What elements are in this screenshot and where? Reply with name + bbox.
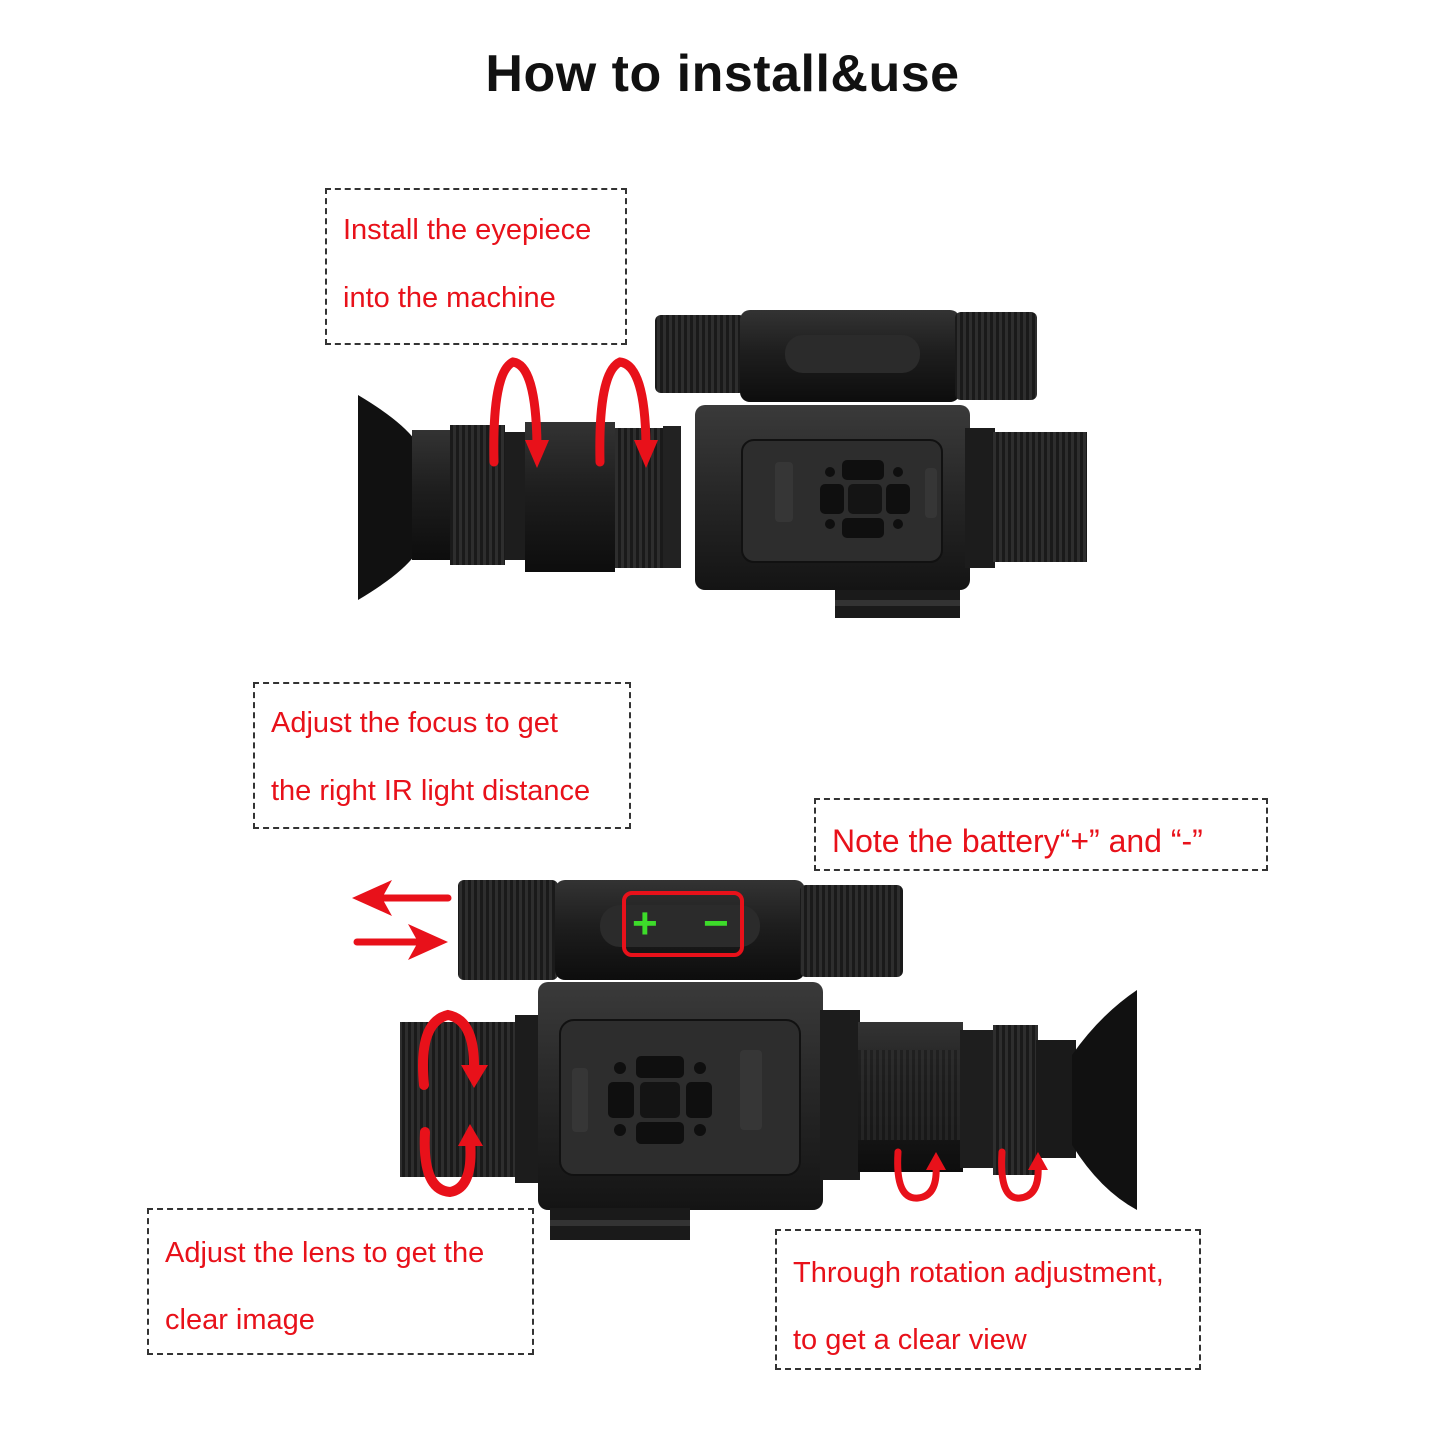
note-line: into the machine — [343, 282, 556, 314]
top-device — [358, 310, 1087, 618]
lens-rotation-arrow-icon — [418, 1009, 480, 1198]
page-title: How to install&use — [485, 45, 960, 103]
note-line: Adjust the focus to get — [271, 707, 558, 739]
objective-lens — [992, 432, 1087, 562]
eyepiece-rotation-arrow-icon — [894, 1148, 1042, 1202]
note-rotation-adjustment: Through rotation adjustment, to get a cl… — [775, 1229, 1201, 1370]
objective-lens-bottom — [400, 1022, 520, 1177]
eyecup — [358, 395, 415, 600]
focus-arrows-icon — [353, 894, 452, 946]
battery-plus-icon: + — [632, 899, 658, 948]
note-adjust-lens: Adjust the lens to get the clear image — [147, 1208, 534, 1355]
bottom-device — [400, 880, 1137, 1240]
eyecup-bottom — [1072, 990, 1137, 1210]
note-line: the right IR light distance — [271, 775, 591, 807]
note-adjust-focus: Adjust the focus to get the right IR lig… — [253, 682, 631, 829]
note-line: Through rotation adjustment, — [793, 1257, 1164, 1289]
note-install-eyepiece: Install the eyepiece into the machine — [325, 188, 627, 345]
note-line: to get a clear view — [793, 1324, 1027, 1356]
note-battery: Note the battery“+” and “-” — [814, 798, 1268, 871]
rotation-arrow-icon — [489, 357, 651, 467]
note-line: Install the eyepiece — [343, 214, 592, 246]
note-line: Adjust the lens to get the — [165, 1237, 485, 1269]
battery-highlight — [622, 891, 744, 957]
note-line: Note the battery“+” and “-” — [832, 823, 1203, 859]
battery-minus-icon: − — [703, 899, 729, 948]
note-line: clear image — [165, 1304, 315, 1336]
